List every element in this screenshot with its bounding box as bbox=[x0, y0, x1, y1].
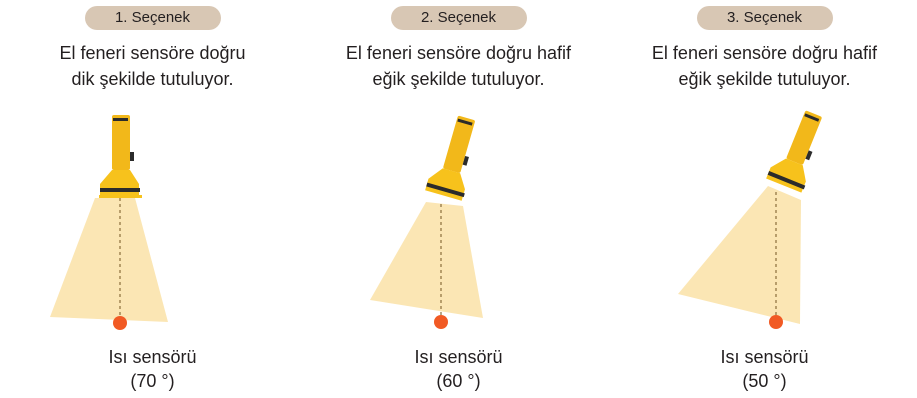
option-description: El feneri sensöre doğru dik şekilde tutu… bbox=[0, 40, 305, 92]
description-line-2: eğik şekilde tutuluyor. bbox=[372, 69, 545, 89]
flashlight-illustration bbox=[50, 115, 168, 330]
option-panel-3: 3. Seçenek El feneri sensöre doğru hafif… bbox=[612, 0, 917, 398]
sensor-reading: (70 °) bbox=[130, 371, 175, 391]
option-badge: 2. Seçenek bbox=[390, 6, 527, 30]
option-description: El feneri sensöre doğru hafif eğik şekil… bbox=[306, 40, 611, 92]
light-beam bbox=[678, 186, 801, 324]
sensor-reading: (60 °) bbox=[436, 371, 481, 391]
sensor-label: Isı sensörü bbox=[414, 347, 503, 367]
option-badge: 1. Seçenek bbox=[84, 6, 221, 30]
option-badge: 3. Seçenek bbox=[696, 6, 833, 30]
flashlight-icon bbox=[425, 115, 475, 201]
option-panel-1: 1. Seçenek El feneri sensöre doğru dik ş… bbox=[0, 0, 305, 398]
light-beam bbox=[50, 198, 168, 322]
sensor-caption: Isı sensörü (60 °) bbox=[306, 345, 611, 393]
description-line-1: El feneri sensöre doğru hafif bbox=[651, 43, 878, 63]
flashlight-icon bbox=[766, 110, 822, 193]
flashlight-icon bbox=[99, 115, 142, 198]
description-line-2: dik şekilde tutuluyor. bbox=[71, 69, 234, 89]
flashlight-illustration bbox=[370, 115, 483, 329]
sensor-label: Isı sensörü bbox=[108, 347, 197, 367]
description-line-1: El feneri sensöre doğru hafif bbox=[345, 43, 572, 63]
sensor-caption: Isı sensörü (70 °) bbox=[0, 345, 305, 393]
sensor-label: Isı sensörü bbox=[720, 347, 809, 367]
heat-sensor-dot bbox=[434, 315, 448, 329]
option-panel-2: 2. Seçenek El feneri sensöre doğru hafif… bbox=[306, 0, 611, 398]
description-line-2: eğik şekilde tutuluyor. bbox=[678, 69, 851, 89]
option-description: El feneri sensöre doğru hafif eğik şekil… bbox=[612, 40, 917, 92]
heat-sensor-dot bbox=[769, 315, 783, 329]
heat-sensor-dot bbox=[113, 316, 127, 330]
sensor-caption: Isı sensörü (50 °) bbox=[612, 345, 917, 393]
light-beam bbox=[370, 202, 483, 318]
description-line-1: El feneri sensöre doğru bbox=[59, 43, 246, 63]
flashlight-illustration bbox=[678, 110, 822, 329]
sensor-reading: (50 °) bbox=[742, 371, 787, 391]
